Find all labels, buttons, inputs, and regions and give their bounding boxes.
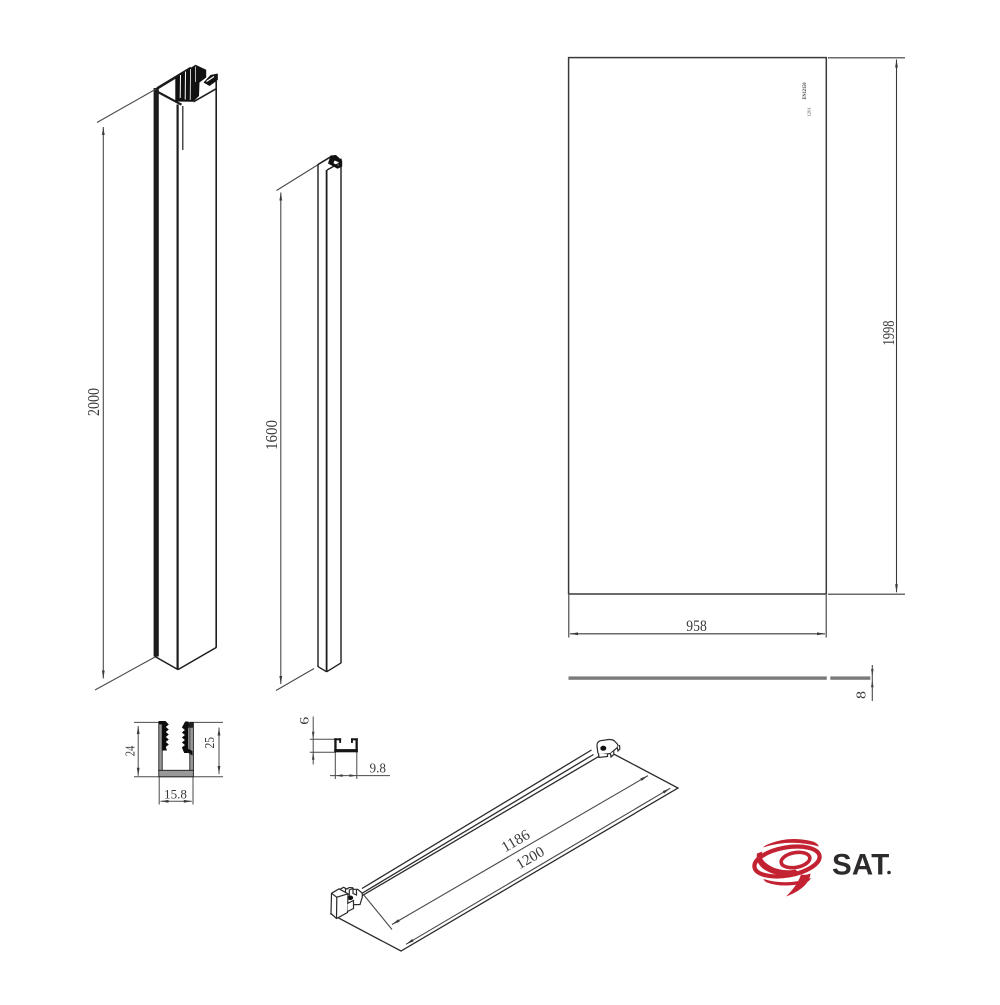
svg-text:1998: 1998 (879, 321, 898, 346)
svg-text:8: 8 (854, 691, 869, 699)
svg-text:958: 958 (686, 618, 707, 635)
svg-text:1600: 1600 (262, 420, 281, 450)
svg-text:6: 6 (298, 717, 312, 725)
svg-text:25: 25 (203, 737, 218, 749)
svg-text:9.8: 9.8 (370, 761, 387, 776)
svg-text:24: 24 (123, 746, 138, 757)
svg-text:EN12150: EN12150 (802, 82, 808, 99)
svg-text:SAT: SAT (832, 848, 889, 881)
svg-text:1201: 1201 (807, 107, 812, 117)
svg-text:15.8: 15.8 (164, 787, 187, 802)
svg-text:2000: 2000 (84, 388, 103, 416)
